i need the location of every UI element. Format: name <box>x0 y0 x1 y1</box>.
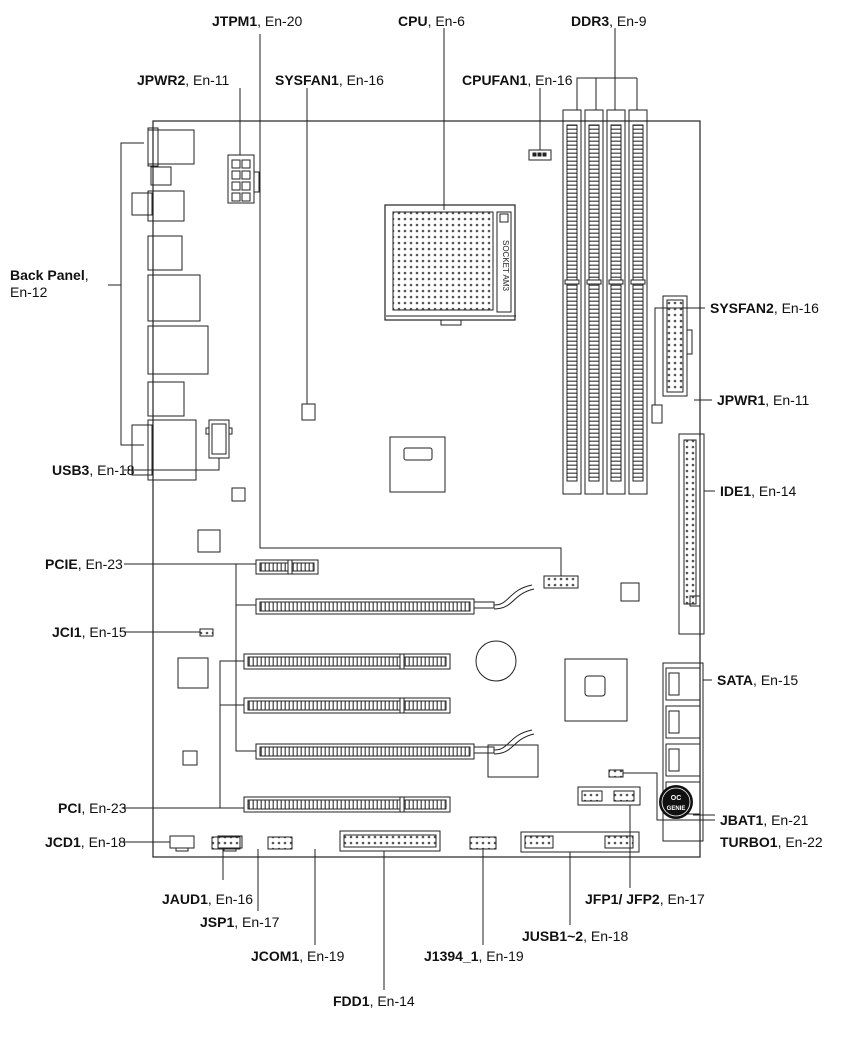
label-sysfan2: SYSFAN2, En-16 <box>710 300 819 316</box>
jbat1-connector <box>608 769 624 778</box>
pci-slot <box>243 653 451 670</box>
jfp-headers <box>577 786 641 806</box>
cmos-battery <box>475 640 517 682</box>
label-jtpm1: JTPM1, En-20 <box>212 13 303 29</box>
ide1-connector <box>678 433 705 635</box>
label-back-panel: Back Panel,En-12 <box>10 267 89 300</box>
back-panel-connectors <box>131 127 209 481</box>
leader-lines <box>108 28 715 990</box>
label-pci: PCI, En-23 <box>58 800 127 816</box>
pci-slot <box>243 697 451 714</box>
small-chip <box>620 582 640 602</box>
small-chip <box>197 529 221 553</box>
jpwr1-connector <box>662 295 693 397</box>
jci1-connector <box>199 628 214 637</box>
sysfan1-connector <box>301 403 316 421</box>
label-pcie: PCIE, En-23 <box>45 556 123 572</box>
oc-genie-line2: GENIE <box>667 806 686 812</box>
label-jcom1: JCOM1, En-19 <box>251 948 345 964</box>
pci-slot <box>243 796 451 813</box>
label-usb3: USB3, En-18 <box>52 462 135 478</box>
label-jpwr2: JPWR2, En-11 <box>137 72 230 88</box>
pcie-x1-slot <box>255 559 319 575</box>
oc-genie-button[interactable]: OC GENIE <box>659 785 693 819</box>
label-turbo1: TURBO1, En-22 <box>720 834 823 850</box>
jcd1-connector <box>169 835 195 852</box>
usb3-connector <box>205 419 233 459</box>
pcie-x16-slot <box>255 584 535 615</box>
small-chip <box>182 750 198 766</box>
oc-genie-line1: OC <box>671 795 682 802</box>
jtpm1-header <box>543 575 579 589</box>
small-chip <box>231 487 246 502</box>
small-chip <box>487 744 539 778</box>
label-ddr3: DDR3, En-9 <box>571 13 647 29</box>
label-cpufan1: CPUFAN1, En-16 <box>462 72 573 88</box>
label-jci1: JCI1, En-15 <box>52 624 127 640</box>
fdd1-connector <box>339 830 441 852</box>
jpwr2-connector <box>227 154 260 204</box>
cpufan1-connector <box>528 149 552 161</box>
cpu-socket: SOCKET AM3 <box>384 204 516 326</box>
jcom1-header <box>267 836 293 850</box>
jusb-headers <box>520 831 640 853</box>
label-jpwr1: JPWR1, En-11 <box>717 392 810 408</box>
label-fdd1: FDD1, En-14 <box>333 993 415 1009</box>
label-jsp1: JSP1, En-17 <box>200 914 280 930</box>
label-sysfan1: SYSFAN1, En-16 <box>275 72 384 88</box>
board-outline <box>152 120 701 858</box>
label-jusb: JUSB1~2, En-18 <box>522 928 629 944</box>
label-cpu: CPU, En-6 <box>398 13 465 29</box>
small-chip <box>177 657 209 689</box>
socket-label: SOCKET AM3 <box>501 240 510 292</box>
label-jfp: JFP1/ JFP2, En-17 <box>585 891 705 907</box>
ddr3-slots <box>562 109 648 495</box>
label-jaud1: JAUD1, En-16 <box>162 891 254 907</box>
label-sata: SATA, En-15 <box>717 672 799 688</box>
label-ide1: IDE1, En-14 <box>720 483 797 499</box>
jaud1-header <box>211 836 241 850</box>
sysfan2-connector <box>651 404 663 424</box>
label-jbat1: JBAT1, En-21 <box>720 812 809 828</box>
jsp1-connector <box>217 835 243 852</box>
label-j1394: J1394_1, En-19 <box>424 948 524 964</box>
southbridge-chip <box>564 658 628 722</box>
label-jcd1: JCD1, En-18 <box>45 834 126 850</box>
j1394-header <box>469 836 497 850</box>
northbridge-chip <box>389 436 446 493</box>
